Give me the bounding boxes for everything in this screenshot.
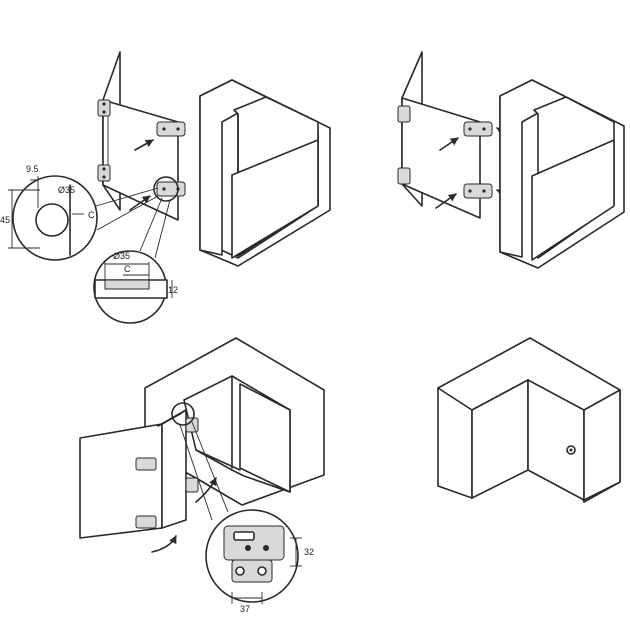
arrow-icon bbox=[129, 195, 151, 211]
step1-hinge-top bbox=[97, 99, 186, 137]
step1-corner-cabinet bbox=[199, 79, 331, 267]
step3-installed-door: 32 37 bbox=[79, 337, 325, 614]
dim-label-37: 37 bbox=[240, 604, 250, 614]
step1-cup-hole-detail: 9.5 Ø35 45 C bbox=[0, 164, 98, 261]
step2-mounting-detail bbox=[397, 51, 625, 269]
magnifier-circle bbox=[171, 402, 195, 426]
dim-label-9-5: 9.5 bbox=[26, 164, 39, 174]
dim-label-32: 32 bbox=[304, 547, 314, 557]
step3-open-door bbox=[79, 409, 187, 539]
step3-hinge-plate-detail: 32 37 bbox=[205, 509, 314, 614]
leader-line bbox=[95, 187, 159, 207]
arrow-icon bbox=[134, 139, 154, 151]
rotate-arrow-icon bbox=[151, 535, 177, 553]
leader-line bbox=[154, 199, 171, 259]
step2-corner-cabinet bbox=[499, 79, 625, 269]
step2-hinge-bottom bbox=[397, 167, 493, 199]
step1-drilling-detail: 9.5 Ø35 45 C Ø35 C 12 bbox=[0, 51, 331, 324]
leader-line bbox=[179, 424, 213, 521]
arrow-icon bbox=[435, 193, 457, 209]
step2-hinge-top bbox=[397, 105, 493, 137]
leader-line bbox=[139, 197, 163, 252]
dim-label-diameter-35: Ø35 bbox=[58, 185, 75, 195]
step2-door-panel bbox=[401, 51, 481, 219]
leader-line bbox=[191, 421, 229, 513]
dim-label-c: C bbox=[88, 210, 95, 220]
dim-label-45: 45 bbox=[0, 215, 10, 225]
leader-line bbox=[96, 195, 159, 231]
magnifier-circle bbox=[153, 176, 179, 202]
dim-label-c-section: C bbox=[124, 264, 131, 274]
arrow-icon bbox=[439, 137, 459, 151]
step1-section-detail: Ø35 C 12 bbox=[93, 250, 178, 324]
step3-hinge-bottom bbox=[135, 477, 199, 529]
step3-corner-cabinet bbox=[144, 337, 325, 506]
dim-label-12: 12 bbox=[168, 285, 178, 295]
dim-label-diameter-35-section: Ø35 bbox=[113, 251, 130, 261]
step4-closed-cabinet bbox=[437, 337, 621, 503]
